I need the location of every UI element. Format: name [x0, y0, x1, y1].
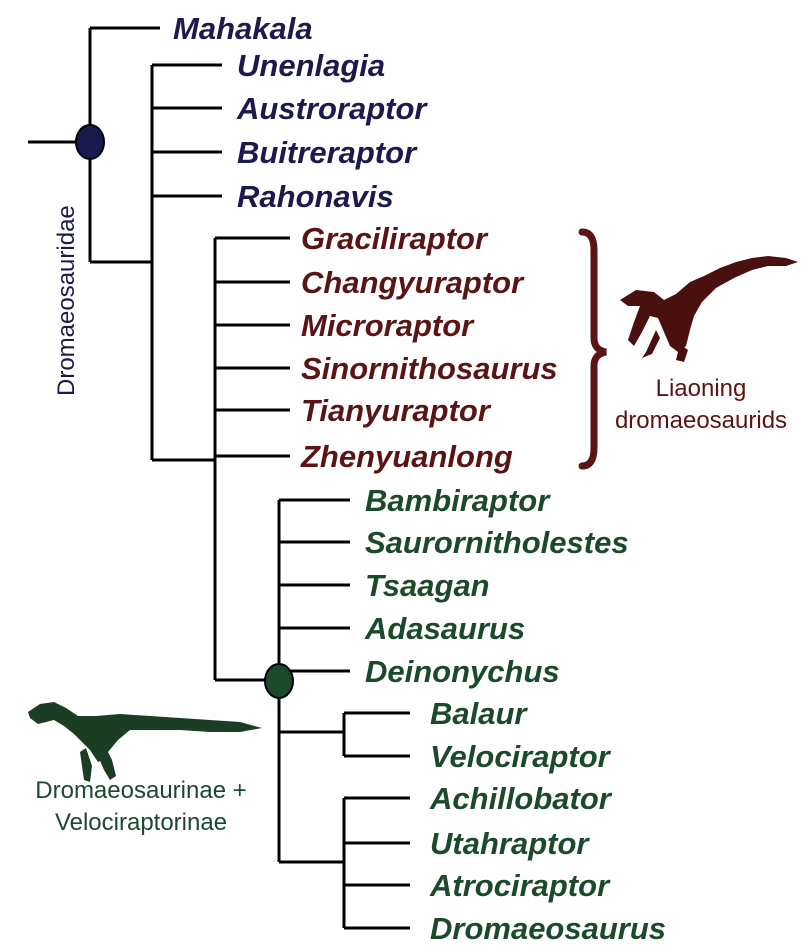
taxon-label-rahonavis: Rahonavis: [237, 179, 394, 214]
liaoning-label-line1: Liaoning: [656, 375, 747, 402]
taxon-label-tianyuraptor: Tianyuraptor: [301, 393, 492, 428]
taxon-label-mahakala: Mahakala: [173, 11, 313, 46]
dromaeosaurinae-label-line1: Dromaeosaurinae +: [35, 777, 246, 804]
taxon-label-changyuraptor: Changyuraptor: [301, 265, 525, 300]
taxon-label-deinonychus: Deinonychus: [365, 654, 560, 689]
dromaeosauridae-node-marker: [76, 125, 104, 159]
taxon-label-atrociraptor: Atrociraptor: [429, 868, 611, 903]
taxon-label-bambiraptor: Bambiraptor: [365, 483, 551, 518]
taxon-label-zhenyuanlong: Zhenyuanlong: [300, 439, 513, 474]
liaoning-bracket: [582, 232, 606, 466]
taxon-label-tsaagan: Tsaagan: [365, 568, 490, 603]
dromaeosaurinae-label-line2: Velociraptorinae: [55, 809, 227, 836]
eudromaeosauria-node-marker: [265, 664, 293, 698]
taxon-label-unenlagia: Unenlagia: [237, 48, 385, 83]
liaoning-label-line2: dromaeosaurids: [615, 407, 787, 434]
taxon-label-velociraptor: Velociraptor: [430, 739, 612, 774]
taxon-label-austroraptor: Austroraptor: [236, 91, 428, 126]
taxon-labels: MahakalaUnenlagiaAustroraptorBuitrerapto…: [173, 11, 666, 946]
taxon-label-saurornitholestes: Saurornitholestes: [365, 525, 629, 560]
taxon-label-sinornithosaurus: Sinornithosaurus: [301, 351, 558, 386]
taxon-label-dromaeosaurus: Dromaeosaurus: [430, 911, 666, 946]
taxon-label-balaur: Balaur: [430, 696, 528, 731]
velociraptor-silhouette-icon: [28, 702, 262, 782]
dromaeosauridae-label: Dromaeosauridae: [53, 205, 80, 396]
taxon-label-adasaurus: Adasaurus: [364, 611, 525, 646]
taxon-label-utahraptor: Utahraptor: [430, 826, 590, 861]
taxon-label-achillobator: Achillobator: [429, 781, 613, 816]
taxon-label-graciliraptor: Graciliraptor: [301, 221, 489, 256]
taxon-label-buitreraptor: Buitreraptor: [237, 135, 418, 170]
microraptor-silhouette-icon: [620, 256, 798, 362]
taxon-label-microraptor: Microraptor: [301, 308, 475, 343]
